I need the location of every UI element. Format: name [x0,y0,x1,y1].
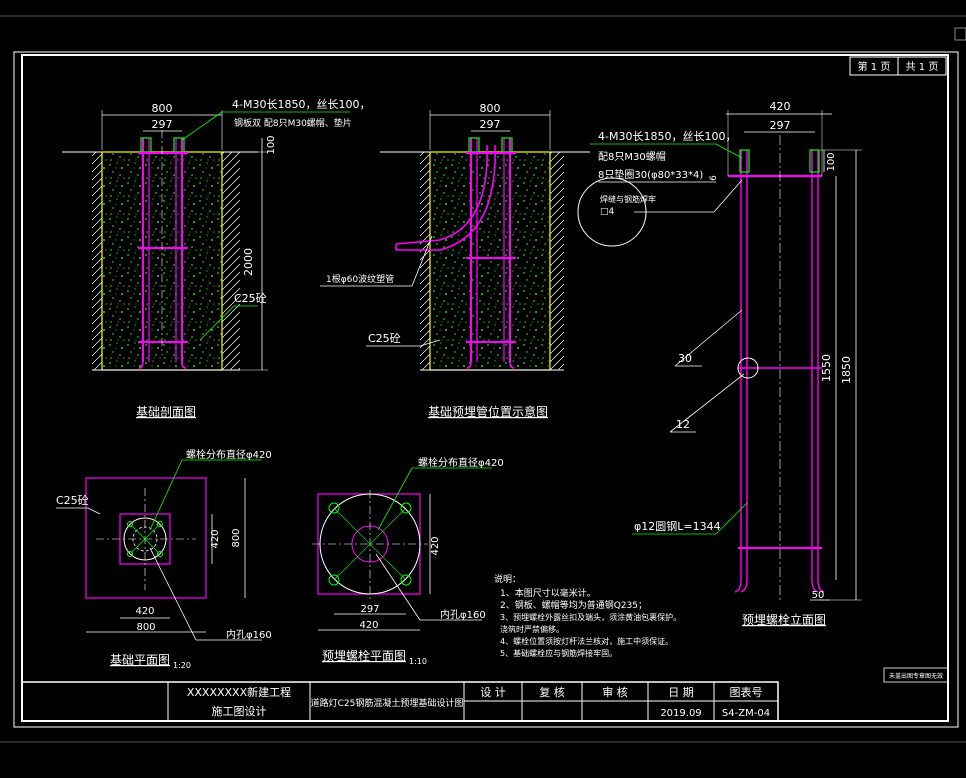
elev-weld-note: 焊缝与钢筋焊牢 [600,194,656,204]
bolt-plan-scale: 1:10 [409,657,427,666]
date-value: 2019.09 [660,708,701,719]
elev-label-30: 30 [678,352,692,365]
elev-weld-symbol: □4 [600,207,615,217]
notes-heading: 说明： [494,573,521,585]
section-nut-note: 钢板双 配8只M30螺帽、垫片 [234,117,352,129]
elev-bolt-note: 4-M30长1850，丝长100， [598,130,736,143]
elev-dim-297: 297 [770,119,791,132]
pipe-note: 1根φ60波纹塑管 [326,273,394,285]
elev-dim-50: 50 [812,590,825,601]
plan-hole-note: 内孔φ160 [226,628,272,641]
note-5: 5、基础螺栓应与钢筋焊接牢固。 [500,648,617,658]
plan-dim-420-h: 420 [135,606,154,617]
elev-dim-1850: 1850 [840,356,853,384]
pipe-concrete-label: C25砼 [368,332,401,345]
plan-dim-800-h: 800 [136,622,155,633]
page-no: 第 1 页 [858,60,891,73]
drawing-name: 道路灯C25钢筋混凝土预埋基础设计图 [311,697,464,709]
note-3b: 浇筑时严禁偏移。 [500,624,564,634]
project-line2: 施工图设计 [212,705,267,718]
bolt-plan-title: 预埋螺栓平面图 [322,648,406,663]
bolt-plan-dim-297: 297 [360,604,379,615]
note-2: 2、钢板、螺帽等均为普通钢Q235； [500,599,647,611]
pipe-position-view: 800 297 1根φ60波纹塑管 C25砼 基础预埋管位置示意图 [320,102,590,419]
drawing-no-label: 图表号 [730,685,763,699]
bolt-elevation-view: 420 297 100 6 1550 1850 50 4-M30长1850，丝长… [577,100,862,627]
plan-circle-note: 螺栓分布直径φ420 [186,448,272,461]
pipe-dim-297: 297 [480,118,501,131]
design-label: 设 计 [480,686,506,699]
bolt-plan-view: 420 297 420 螺栓分布直径φ420 内孔φ160 预埋螺栓平面图 1:… [312,456,504,666]
elev-dim-1550: 1550 [820,354,833,382]
note-3: 3、预埋螺栓外露丝扣及端头，须涂黄油包裹保护。 [500,612,681,622]
foundation-plan-view: 420 800 420 800 螺栓分布直径φ420 C25砼 内孔φ160 基… [56,448,272,670]
pipe-title: 基础预埋管位置示意图 [428,404,548,419]
note-4: 4、螺栓位置须按灯杆法兰核对，施工中须保证。 [500,636,673,646]
plan-concrete-label: C25砼 [56,494,89,507]
elev-label-12: 12 [676,418,690,431]
side-note: 未盖出图专章图无效 [889,672,943,680]
elev-dim-420: 420 [770,100,791,113]
plan-scale: 1:20 [173,661,191,670]
section-dim-297: 297 [152,118,173,131]
review-label: 审 核 [602,685,628,699]
drawing-no-value: S4-ZM-04 [722,708,770,719]
title-block: XXXXXXXX新建工程 施工图设计 道路灯C25钢筋混凝土预埋基础设计图 设 … [21,681,779,722]
foundation-section-view: 800 297 2000 100 4-M30长1850，丝长100， 钢板双 配… [62,98,370,419]
pipe-dim-800: 800 [480,102,501,115]
section-dim-2000: 2000 [242,248,255,276]
plan-dim-420-v: 420 [210,529,221,548]
plan-dim-800-v: 800 [231,528,242,547]
pipe-concrete-block [429,151,551,371]
check-label: 复 核 [539,685,565,699]
page-counter: 第 1 页 共 1 页 [849,56,947,76]
section-title: 基础剖面图 [136,405,196,419]
section-dim-100: 100 [266,135,277,154]
notes-block: 说明： 1、本图尺寸以毫米计。 2、钢板、螺帽等均为普通钢Q235； 3、预埋螺… [494,573,681,658]
plan-title: 基础平面图 [110,653,170,667]
elev-title: 预埋螺栓立面图 [742,612,826,627]
sheet-outer-border [13,51,959,728]
project-line1: XXXXXXXX新建工程 [187,685,291,699]
date-label: 日 期 [668,686,694,699]
bolt-plan-dim-420-h: 420 [359,620,378,631]
bolt-plan-hole-note: 内孔φ160 [440,608,486,621]
elev-plate-note: 8只垫圈30(φ80*33*4) [598,168,703,181]
elev-nut-note: 配8只M30螺帽 [598,150,666,163]
elev-dim-6: 6 [709,175,719,181]
bolt-plan-dim-420-v: 420 [430,536,441,555]
bolt-plan-circle-note: 螺栓分布直径φ420 [418,456,504,469]
note-1: 1、本图尺寸以毫米计。 [500,587,596,599]
page-total: 共 1 页 [906,61,939,73]
section-concrete-label: C25砼 [234,292,267,305]
section-bolt-note: 4-M30长1850，丝长100， [232,98,370,111]
elev-dim-100: 100 [826,152,837,171]
section-dim-800: 800 [152,102,173,115]
elev-rebar-note: φ12圆钢L=1344 [634,520,721,533]
